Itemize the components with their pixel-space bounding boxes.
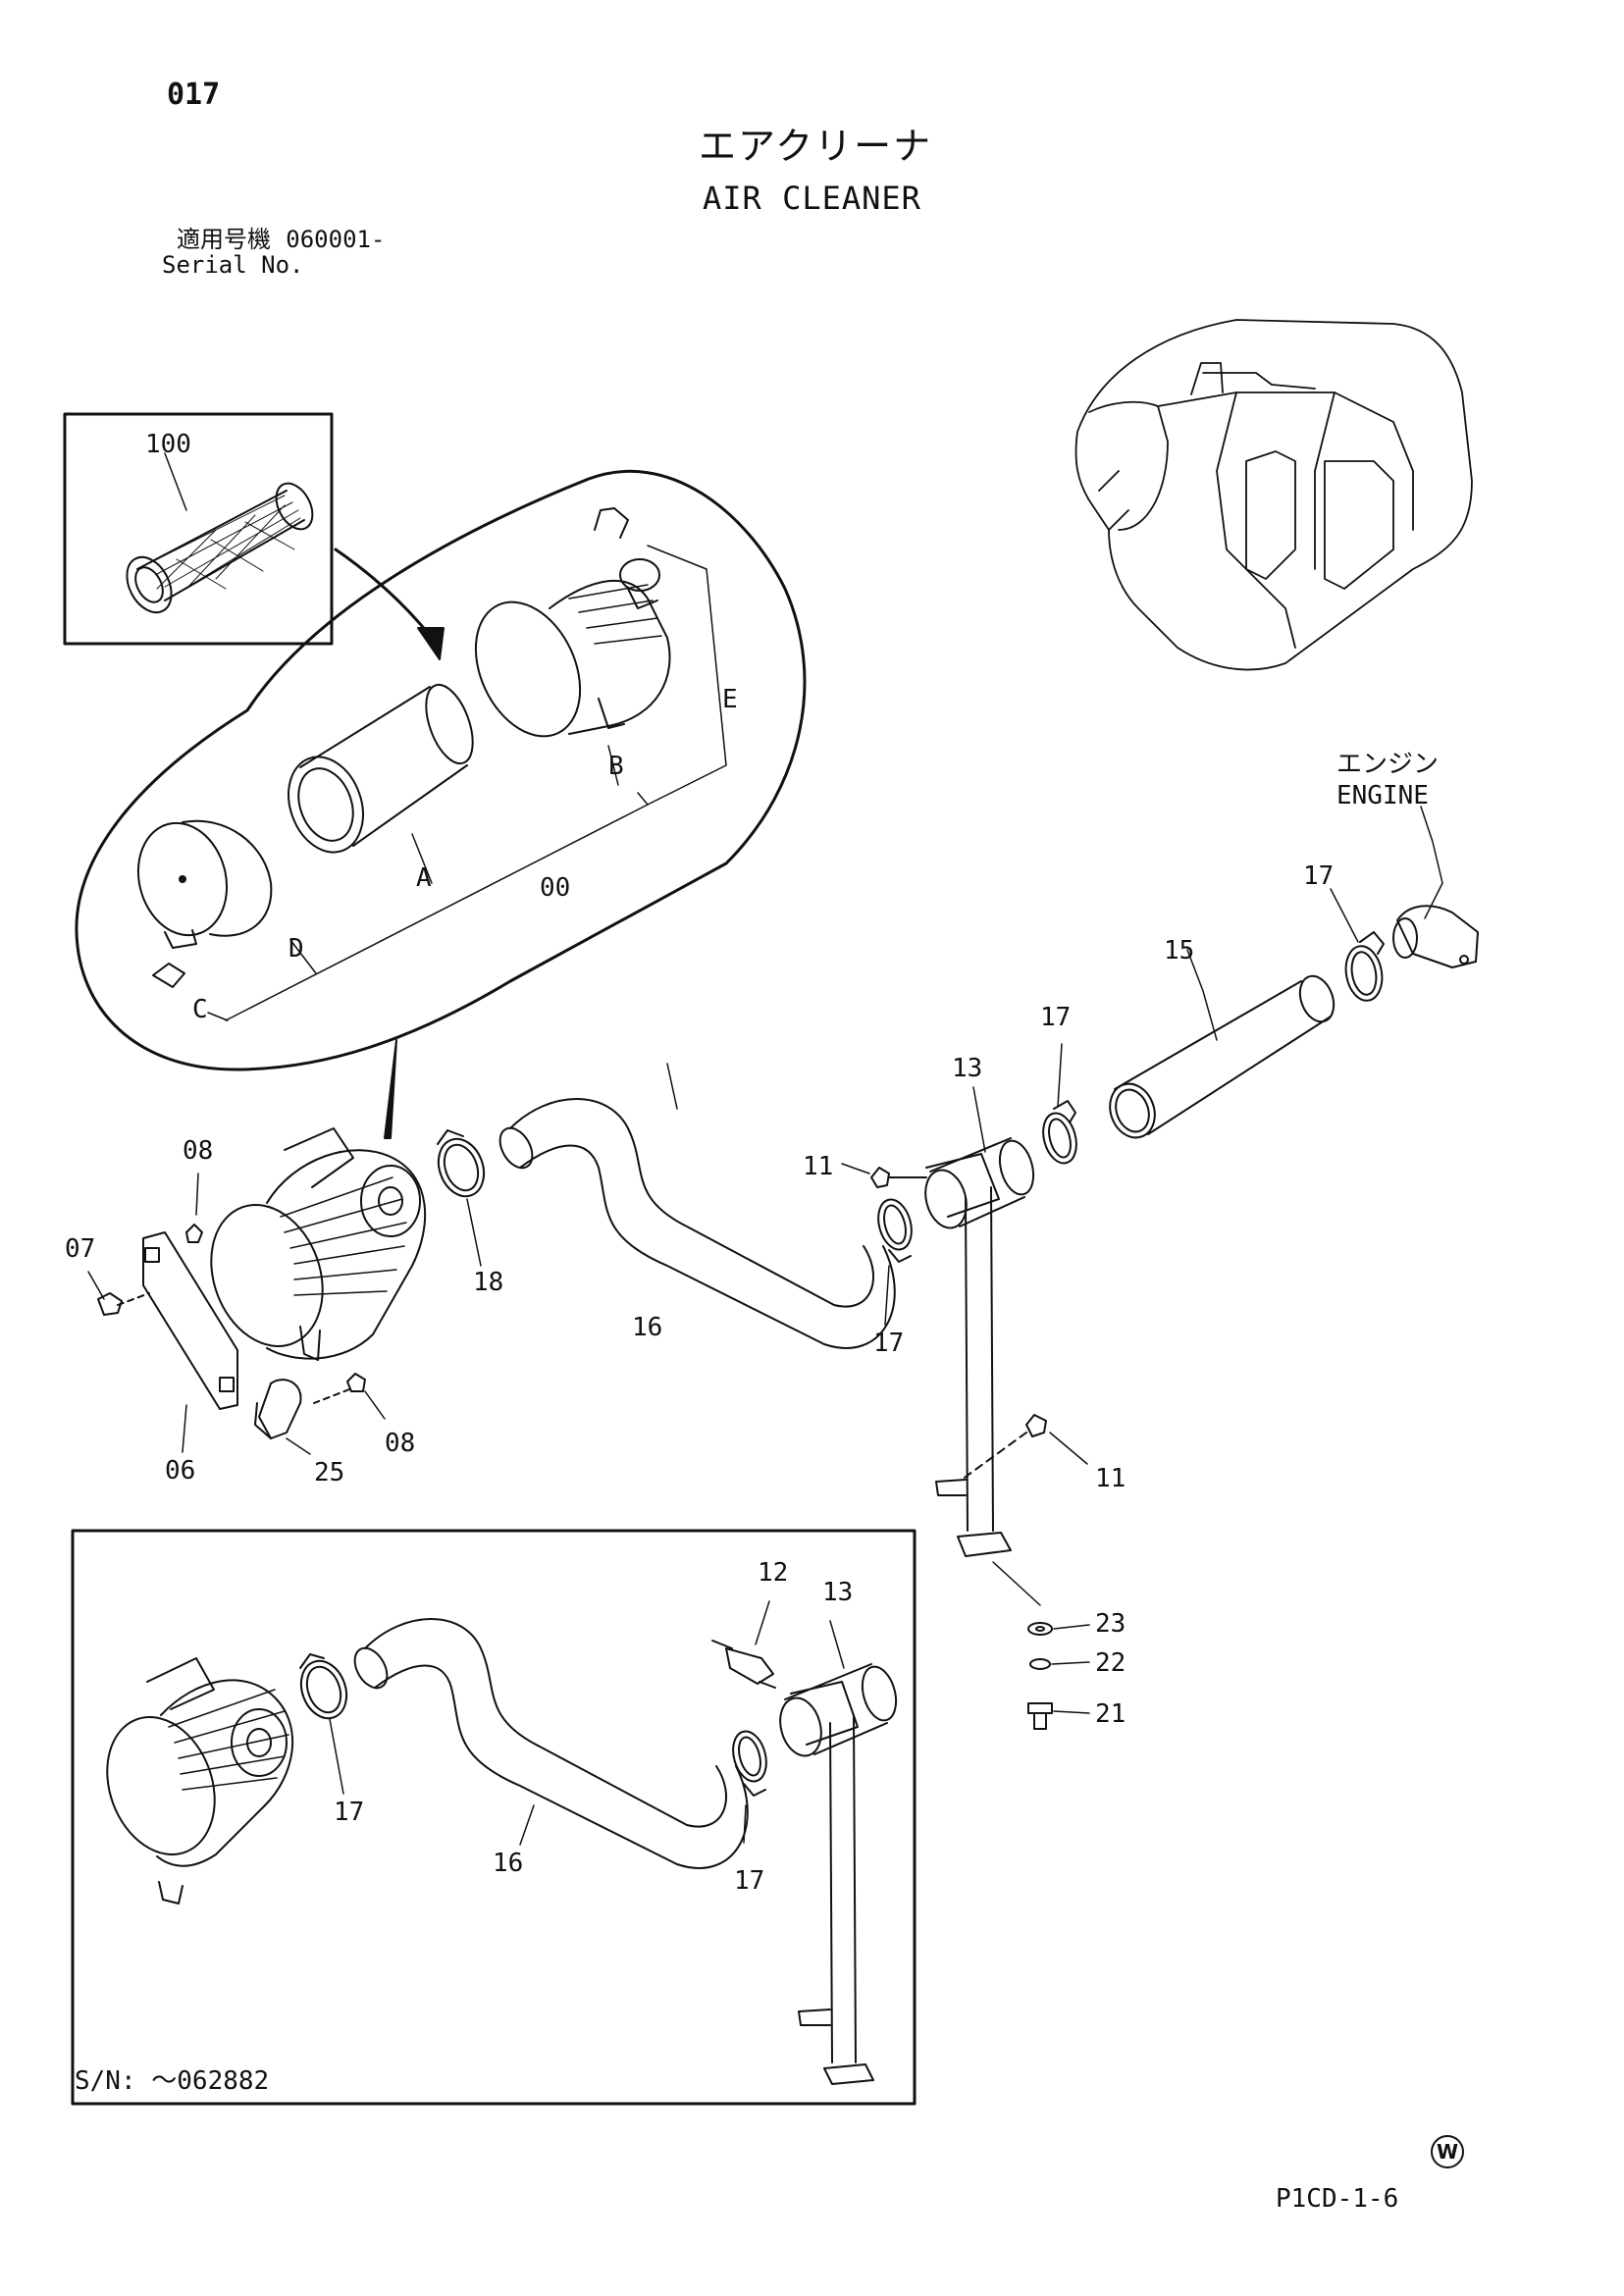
old-serial-inset xyxy=(73,1531,915,2104)
callout-11-top: 11 xyxy=(803,1152,834,1181)
callout-17-engine: 17 xyxy=(1303,861,1335,891)
element-exploded xyxy=(276,679,482,863)
base-hardware xyxy=(993,1562,1089,1729)
filter-element-drawing xyxy=(118,477,320,619)
main-leaders xyxy=(165,453,1358,1325)
bolt-11-bottom xyxy=(962,1415,1087,1480)
inset-callout-13: 13 xyxy=(822,1578,854,1607)
assembly-outline xyxy=(77,471,805,1070)
callout-08-bottom: 08 xyxy=(385,1429,416,1458)
hose-16 xyxy=(494,1099,895,1348)
assembly-leaders xyxy=(208,546,726,1020)
callout-d: D xyxy=(288,934,304,964)
pipe-13 xyxy=(919,1137,1039,1556)
cap-exploded xyxy=(126,813,271,948)
callout-b: B xyxy=(608,752,624,781)
callout-11-bottom: 11 xyxy=(1095,1464,1126,1493)
machine-cab xyxy=(1076,320,1473,670)
inset-callout-16: 16 xyxy=(493,1849,524,1878)
element-arrow xyxy=(336,549,444,659)
watermark-symbol: W xyxy=(1431,2135,1464,2168)
callout-00: 00 xyxy=(540,873,571,903)
page-number: 017 xyxy=(167,78,221,112)
band-25 xyxy=(255,1374,385,1454)
callout-17-mid: 17 xyxy=(1040,1003,1072,1032)
clamp-lower xyxy=(873,1196,917,1262)
callout-06: 06 xyxy=(165,1456,196,1486)
filter-element-inset xyxy=(65,414,332,644)
callout-22: 22 xyxy=(1095,1648,1126,1678)
callout-17-lower: 17 xyxy=(873,1329,905,1358)
page-title-japanese: エアクリーナ xyxy=(699,125,933,168)
callout-15: 15 xyxy=(1164,936,1195,965)
callout-16: 16 xyxy=(632,1313,663,1342)
serial-range: 適用号機 060001- xyxy=(177,228,385,251)
assembly-pointer xyxy=(385,1040,396,1138)
clamp-mid xyxy=(1038,1101,1081,1167)
callout-100: 100 xyxy=(145,430,191,459)
housing-exploded xyxy=(455,508,669,754)
inset-callout-17-right: 17 xyxy=(734,1866,765,1896)
callout-23: 23 xyxy=(1095,1609,1126,1639)
pipe-15 xyxy=(1103,971,1339,1144)
clamp-engine xyxy=(1341,932,1386,1004)
engine-outlet xyxy=(1393,807,1478,967)
bolt-11-top xyxy=(842,1164,926,1187)
serial-label-japanese: 適用号機 xyxy=(177,226,271,253)
callout-07: 07 xyxy=(65,1234,96,1264)
inset-serial-note: S/N: ～062882 xyxy=(75,2066,270,2096)
inset-callout-12: 12 xyxy=(758,1558,789,1588)
inset-callout-17-left: 17 xyxy=(334,1798,365,1827)
air-cleaner-main xyxy=(192,1128,425,1362)
callout-21: 21 xyxy=(1095,1699,1126,1729)
inset-drawing xyxy=(89,1601,902,2084)
page-title: AIR CLEANER xyxy=(703,180,921,217)
callout-e: E xyxy=(722,685,738,714)
engine-label: ENGINE xyxy=(1336,781,1429,810)
callout-c: C xyxy=(192,995,208,1024)
serial-value: 060001- xyxy=(286,226,386,253)
clamp-18 xyxy=(431,1130,492,1266)
engine-label-japanese: エンジン xyxy=(1336,750,1440,779)
callout-a: A xyxy=(416,863,432,893)
callout-08-top: 08 xyxy=(183,1136,214,1166)
callout-18: 18 xyxy=(473,1268,504,1297)
footer-code: P1CD-1-6 xyxy=(1276,2184,1399,2214)
bracket-06 xyxy=(88,1174,237,1452)
callout-13: 13 xyxy=(952,1054,983,1083)
valve-exploded xyxy=(153,964,184,987)
serial-label: Serial No. xyxy=(162,251,304,279)
callout-25: 25 xyxy=(314,1458,345,1487)
